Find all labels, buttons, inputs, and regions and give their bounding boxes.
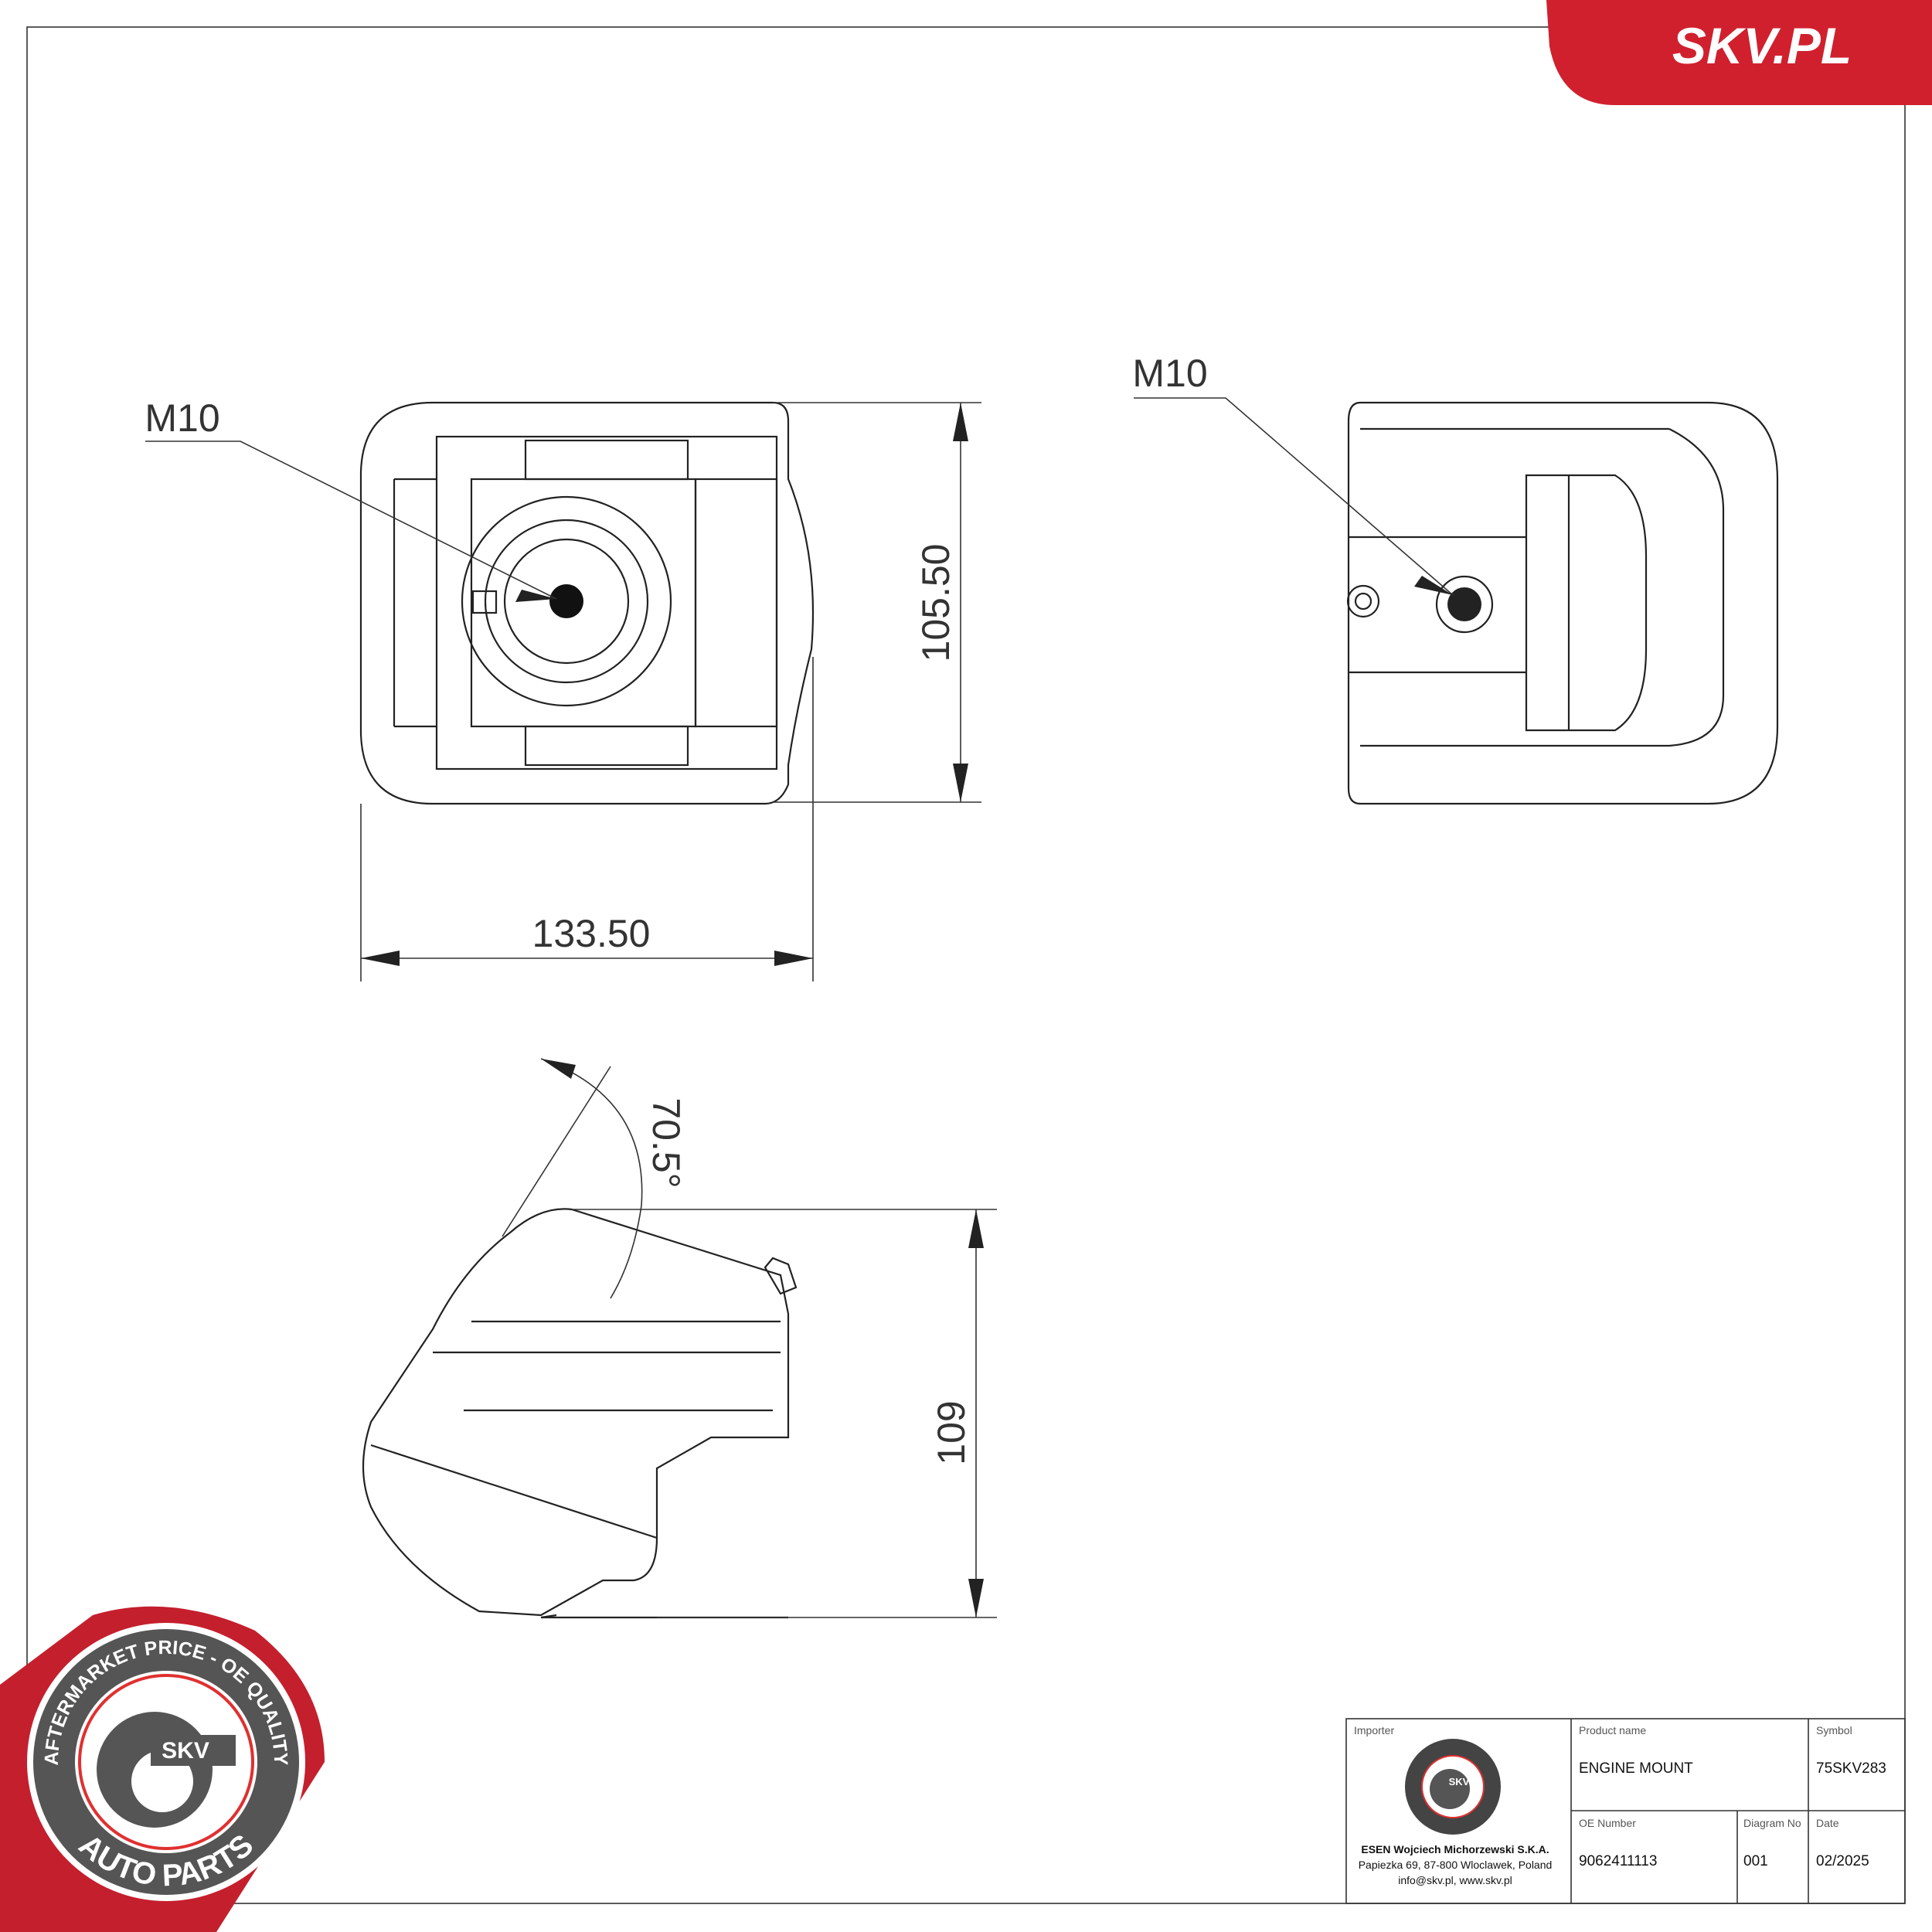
importer-logo: SKV (1405, 1739, 1501, 1835)
date-value: 02/2025 (1816, 1853, 1869, 1869)
right-view-thread-label: M10 (1132, 352, 1207, 395)
top-view-height-dim: 105.50 (914, 544, 957, 662)
svg-text:SKV: SKV (1449, 1776, 1470, 1787)
side-view-angle-dim: 70.5° (645, 1097, 688, 1188)
skv-auto-parts-badge: AFTERMARKET PRICE - OE QUALITY AUTO PART… (0, 1606, 325, 1932)
product-name: ENGINE MOUNT (1579, 1760, 1693, 1777)
side-view-height-dim: 109 (930, 1400, 973, 1464)
brand-tab: SKV.PL (1546, 0, 1932, 105)
oe-number-label: OE Number (1579, 1817, 1636, 1829)
drawing-frame (26, 26, 1906, 1904)
top-view: 105.50 133.50 M10 (145, 396, 981, 981)
importer-name: ESEN Wojciech Michorzewski S.K.A. (1361, 1843, 1549, 1855)
importer-address: Papiezka 69, 87-800 Wloclawek, Poland (1359, 1859, 1553, 1871)
oe-number: 9062411113 (1579, 1853, 1657, 1869)
brand-site-text: SKV.PL (1672, 17, 1852, 74)
date-label: Date (1816, 1817, 1839, 1829)
right-view: M10 (1132, 352, 1779, 805)
symbol-label: Symbol (1816, 1724, 1852, 1736)
product-name-label: Product name (1579, 1724, 1646, 1736)
side-view: 109 70.5° (362, 1058, 997, 1619)
diagram-no: 001 (1743, 1853, 1768, 1869)
diagram-no-label: Diagram No (1743, 1817, 1801, 1829)
symbol-value: 75SKV283 (1816, 1760, 1886, 1777)
top-view-thread-label: M10 (145, 396, 219, 440)
title-block: Importer SKV ESEN Wojciech Michorzewski … (1345, 1718, 1906, 1904)
top-view-width-dim: 133.50 (532, 912, 651, 955)
importer-contact: info@skv.pl, www.skv.pl (1398, 1874, 1512, 1886)
badge-center-text: SKV (162, 1738, 209, 1764)
importer-label: Importer (1354, 1724, 1394, 1736)
